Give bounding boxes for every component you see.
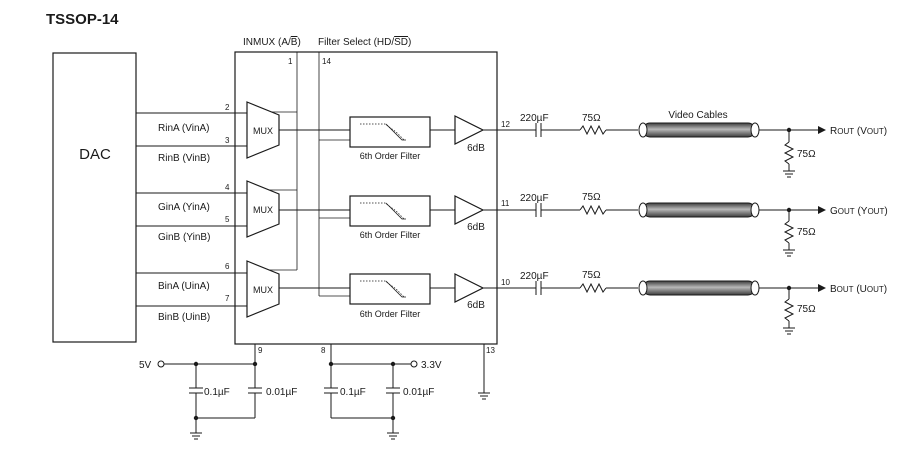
ground-symbol [190,432,202,440]
channel-row-r: 2 3 RinA (VinA) RinB (VinB) MUX 6th Orde… [136,101,638,164]
input-rina-label: RinA (VinA) [158,123,210,134]
decoupling-cap-3v3-1: 0.1µF [324,364,366,418]
video-cable-b [638,280,760,296]
dac-block [52,52,137,343]
amp-g [454,195,485,225]
filter-b-label: 6th Order Filter [360,309,421,319]
ground-symbol [478,392,490,400]
input-gina-label: GinA (YinA) [158,202,210,213]
pin-3-label: 3 [225,136,230,145]
supply-5v-label: 5V [139,360,152,371]
mux-r-label: MUX [253,126,273,136]
package-title: TSSOP-14 [46,11,119,28]
pin-4-label: 4 [225,183,230,192]
filter-g [349,195,431,227]
input-ginb-label: GinB (YinB) [158,232,210,243]
amp-g-label: 6dB [467,222,485,233]
pin-8-label: 8 [321,346,326,355]
filter-r [349,116,431,148]
ground-symbol [387,432,399,440]
output-termination-b: 75Ω BOUT (UOUT) [759,284,887,335]
resistor-b [579,282,607,294]
pin-9-label: 9 [258,346,263,355]
amp-b [454,273,485,303]
supply-5v-terminal [157,360,165,368]
term-g-label: 75Ω [797,227,816,238]
amp-b-label: 6dB [467,300,485,311]
amp-r-label: 6dB [467,143,485,154]
pin-5-label: 5 [225,215,230,224]
cap-01uf-5v-label: 0.1µF [204,387,230,398]
supply-3v3-label: 3.3V [421,360,442,371]
pin-10-label: 10 [501,278,510,287]
decoupling-cap-5v-1: 0.1µF [189,364,230,418]
cap-001uf-3v3-label: 0.01µF [403,387,434,398]
mux-b-label: MUX [253,285,273,295]
input-bina-label: BinA (UinA) [158,281,210,292]
output-r-label: ROUT (VOUT) [830,126,887,137]
channel-row-b: 6 7 BinA (UinA) BinB (UinB) MUX 6th Orde… [136,260,638,323]
filter-r-label: 6th Order Filter [360,151,421,161]
video-cables-label: Video Cables [668,110,727,121]
supply-3v3-terminal [410,360,418,368]
cap-01uf-3v3-label: 0.1µF [340,387,366,398]
mux-g-label: MUX [253,205,273,215]
mux-b [246,260,280,318]
channel-row-g: 4 5 GinA (YinA) GinB (YinB) MUX 6th Orde… [136,180,638,243]
filter-b [349,273,431,305]
resistor-g [579,204,607,216]
output-g-label: GOUT (YOUT) [830,206,888,217]
pin-7-label: 7 [225,294,230,303]
decoupling-cap-3v3-2: 0.01µF [386,364,434,418]
output-b-label: BOUT (UOUT) [830,284,887,295]
cap-b-label: 220µF [520,271,549,282]
term-r-label: 75Ω [797,149,816,160]
mux-g [246,180,280,238]
filter-g-label: 6th Order Filter [360,230,421,240]
cap-r-label: 220µF [520,113,549,124]
video-cable-g [638,202,760,218]
inmux-label: INMUX (A/B) [243,37,301,48]
pin-2-label: 2 [225,103,230,112]
cap-001uf-5v-label: 0.01µF [266,387,297,398]
mux-r [246,101,280,159]
filter-select-label: Filter Select (HD/SD) [318,37,411,48]
pin-12-label: 12 [501,120,510,129]
amp-r [454,115,485,145]
term-b-label: 75Ω [797,304,816,315]
res-g-label: 75Ω [582,192,601,203]
input-rinb-label: RinB (VinB) [158,153,210,164]
pin-1-label: 1 [288,57,293,66]
dac-label: DAC [79,146,111,163]
input-binb-label: BinB (UinB) [158,312,210,323]
video-cable-r [638,122,760,138]
output-termination-r: 75Ω ROUT (VOUT) [759,126,887,178]
resistor-r [579,124,607,136]
decoupling-cap-5v-2: 0.01µF [248,364,297,418]
pin-6-label: 6 [225,262,230,271]
res-r-label: 75Ω [582,113,601,124]
pin-13-label: 13 [486,346,495,355]
cap-g-label: 220µF [520,193,549,204]
res-b-label: 75Ω [582,270,601,281]
pin-11-label: 11 [501,199,510,208]
output-termination-g: 75Ω GOUT (YOUT) [759,206,888,257]
pin-14-label: 14 [322,57,331,66]
